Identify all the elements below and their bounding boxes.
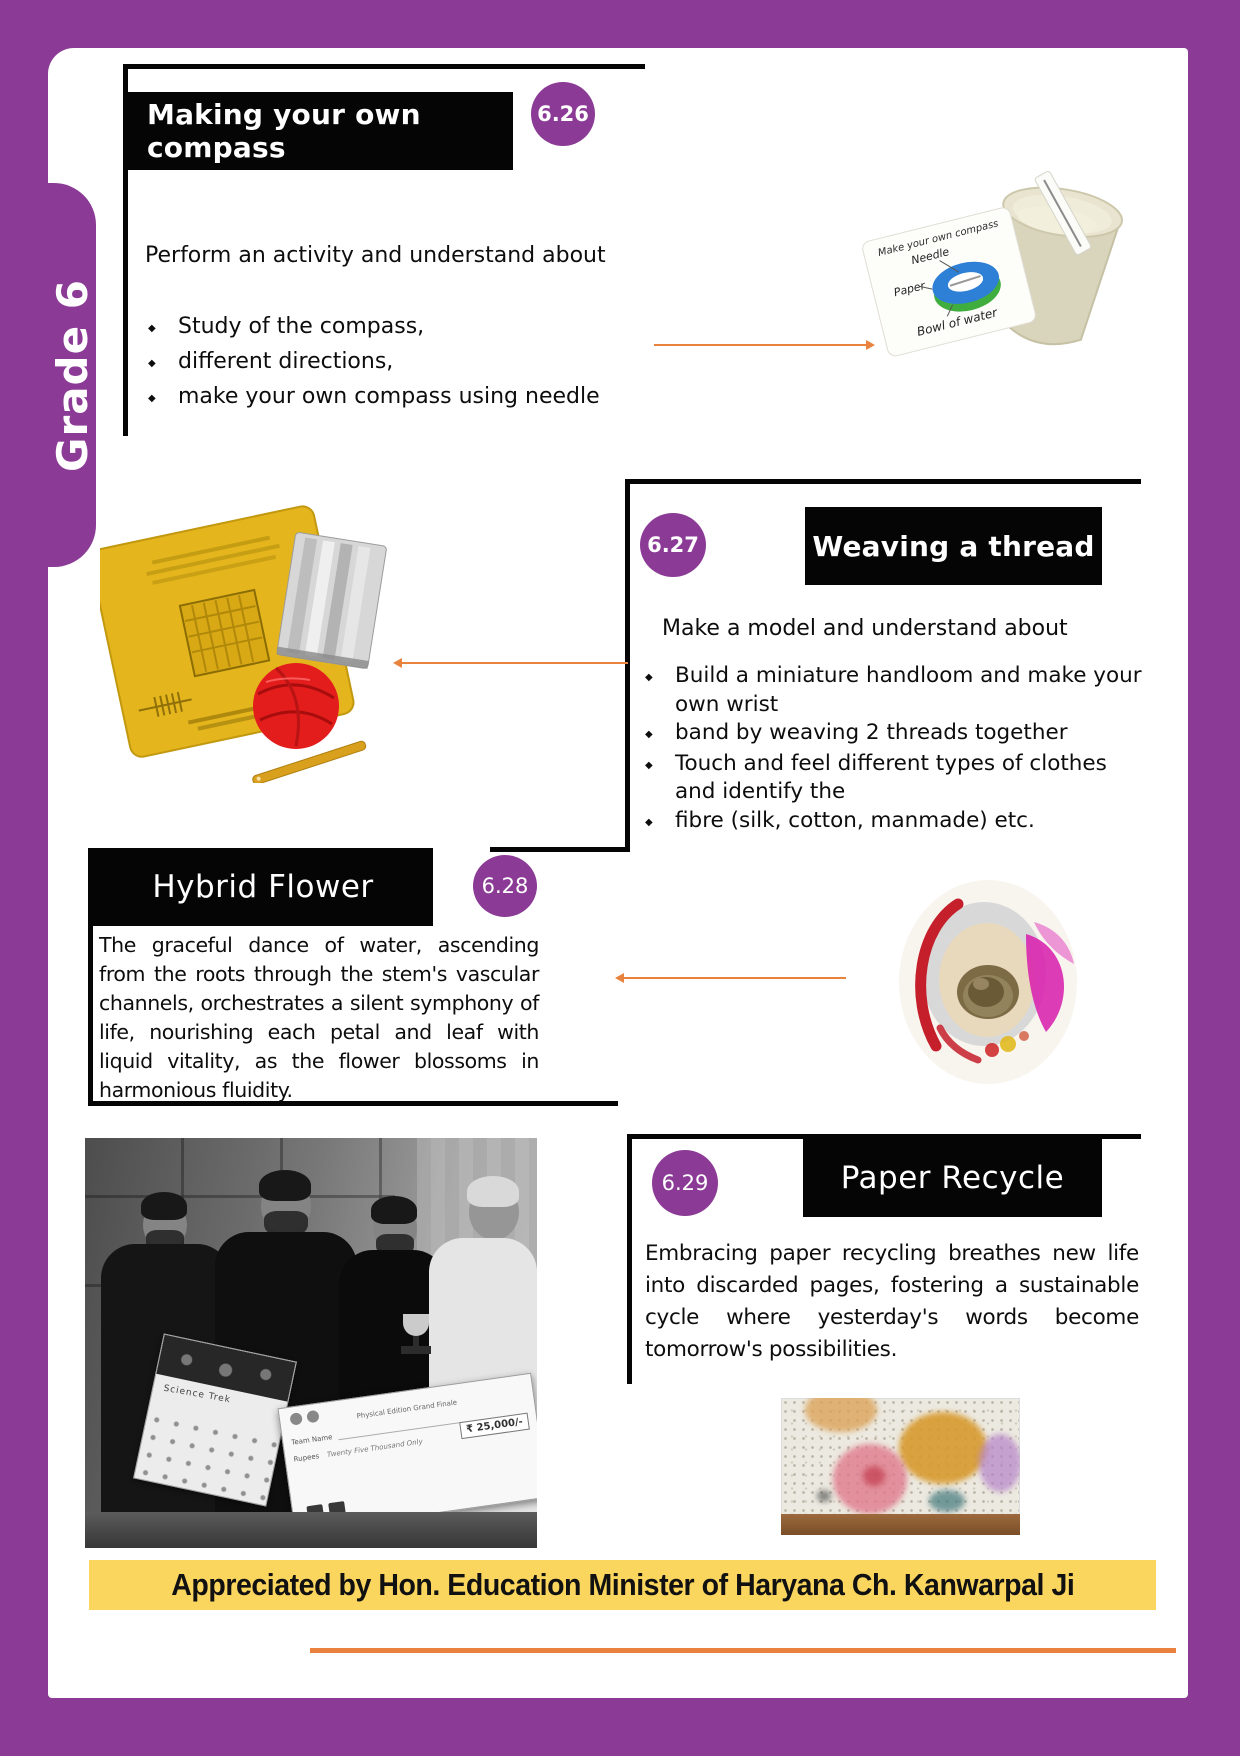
paper-recycle-box-border-top bbox=[627, 1134, 1141, 1139]
hybrid-flower-number: 6.28 bbox=[481, 874, 529, 898]
person-1-head bbox=[141, 1192, 187, 1254]
compass-bullet-list: ◆ Study of the compass, ◆ different dire… bbox=[148, 310, 618, 415]
diamond-bullet-icon: ◆ bbox=[148, 393, 156, 404]
cheque-logo-icon bbox=[289, 1412, 303, 1426]
cheque-rupees-value: Twenty Five Thousand Only bbox=[326, 1437, 424, 1459]
cheque-team-label: Team Name bbox=[290, 1433, 333, 1447]
trophy-stem bbox=[413, 1336, 419, 1346]
hybrid-flower-body: The graceful dance of water, ascending f… bbox=[99, 933, 539, 1102]
paper-blob-orange bbox=[805, 1398, 877, 1432]
bullet-text: different directions, bbox=[178, 349, 394, 374]
paper-brown-strip bbox=[781, 1514, 1020, 1535]
paper-blob-pink-center bbox=[863, 1466, 885, 1486]
bullet-text: make your own compass using needle bbox=[178, 384, 600, 409]
list-item: ◆ band by weaving 2 threads together bbox=[645, 719, 1150, 750]
compass-box-border-top bbox=[123, 64, 645, 69]
compass-activity-image: Make your own compass Needle Paper Bowl … bbox=[845, 165, 1145, 375]
list-item: ◆ fibre (silk, cotton, manmade) etc. bbox=[645, 807, 1150, 838]
trophy-base bbox=[401, 1346, 431, 1354]
weaving-title: Weaving a thread bbox=[812, 529, 1095, 563]
cheque-logo-icon bbox=[306, 1409, 320, 1424]
compass-number: 6.26 bbox=[537, 102, 589, 126]
paper-blob-teal bbox=[929, 1490, 965, 1512]
weaving-bullet-list: ◆ Build a miniature handloom and make yo… bbox=[645, 662, 1150, 837]
photo-floor bbox=[85, 1512, 537, 1548]
yarn-ball bbox=[253, 663, 339, 749]
hybrid-flower-illustration bbox=[899, 880, 1077, 1084]
person-4-hair bbox=[467, 1176, 519, 1207]
hybrid-flower-image bbox=[896, 878, 1080, 1088]
compass-title: Making your own compass bbox=[147, 98, 421, 164]
bullet-text: Study of the compass, bbox=[178, 314, 425, 339]
compass-title-bar: Making your own compass bbox=[127, 92, 513, 170]
weaving-box-border-left bbox=[625, 479, 630, 851]
paper-recycle-number: 6.29 bbox=[661, 1171, 709, 1195]
person-4-head bbox=[467, 1176, 519, 1240]
person-3-hair bbox=[371, 1196, 417, 1224]
diamond-bullet-icon: ◆ bbox=[645, 759, 653, 771]
paper-blob-amber bbox=[899, 1412, 987, 1484]
person-3-head bbox=[371, 1196, 417, 1258]
bottom-orange-divider bbox=[310, 1648, 1176, 1653]
weaving-intro: Make a model and understand about bbox=[662, 616, 1068, 641]
list-item: ◆ Build a miniature handloom and make yo… bbox=[645, 662, 1150, 719]
floating-needle bbox=[1034, 170, 1092, 256]
bullet-text: Build a miniature handloom and make your… bbox=[675, 663, 1142, 717]
grade-tab: Grade 6 bbox=[47, 183, 97, 567]
paper-speck-dark bbox=[817, 1490, 831, 1502]
paper-blob-lilac bbox=[979, 1434, 1020, 1492]
list-item: ◆ make your own compass using needle bbox=[148, 380, 618, 415]
paper-recycle-box-border-left bbox=[627, 1134, 632, 1384]
hybrid-flower-title-bar: Hybrid Flower bbox=[93, 848, 433, 926]
recycled-paper-image bbox=[781, 1398, 1020, 1535]
person-2-head bbox=[259, 1170, 311, 1238]
diamond-bullet-icon: ◆ bbox=[148, 358, 156, 369]
compass-card: Make your own compass Needle Paper Bowl … bbox=[862, 207, 1036, 357]
bullet-text: fibre (silk, cotton, manmade) etc. bbox=[675, 807, 1035, 833]
grade-label: Grade 6 bbox=[47, 278, 97, 472]
weaving-title-bar: Weaving a thread bbox=[805, 507, 1102, 585]
list-item: ◆ different directions, bbox=[148, 345, 618, 380]
weaving-kit-image bbox=[89, 498, 430, 785]
compass-box-border-left bbox=[123, 64, 128, 436]
weaving-box-border-top bbox=[625, 479, 1141, 484]
paper-recycle-body: Embracing paper recycling breathes new l… bbox=[645, 1241, 1139, 1362]
diamond-bullet-icon: ◆ bbox=[645, 816, 653, 828]
compass-pointer-arrow bbox=[654, 340, 875, 350]
diamond-bullet-icon: ◆ bbox=[645, 729, 653, 740]
cheque-rupees-label: Rupees bbox=[293, 1452, 320, 1464]
trophy-icon bbox=[403, 1314, 429, 1336]
list-item: ◆ Study of the compass, bbox=[148, 310, 618, 345]
appreciation-banner-text: Appreciated by Hon. Education Minister o… bbox=[170, 1567, 1075, 1602]
person-2-hair bbox=[259, 1170, 311, 1201]
weaving-kit-illustration bbox=[89, 505, 387, 785]
compass-intro: Perform an activity and understand about bbox=[145, 243, 606, 268]
weaving-stick bbox=[252, 740, 367, 785]
diamond-bullet-icon: ◆ bbox=[148, 323, 156, 334]
weaving-box-border-tick bbox=[490, 847, 630, 852]
person-1-hair bbox=[141, 1192, 187, 1220]
hybrid-flower-pointer-arrow bbox=[615, 973, 846, 983]
appreciation-banner: Appreciated by Hon. Education Minister o… bbox=[89, 1560, 1156, 1610]
paper-recycle-number-badge: 6.29 bbox=[652, 1150, 718, 1216]
bullet-text: Touch and feel different types of clothe… bbox=[675, 750, 1107, 805]
hybrid-flower-box-border-bottom bbox=[88, 1101, 618, 1106]
list-item: ◆ Touch and feel different types of clot… bbox=[645, 750, 1150, 807]
foil-pack bbox=[276, 532, 387, 669]
award-photo: Science Trek Physical Edition Grand Fina… bbox=[85, 1138, 537, 1548]
weaving-pointer-arrow bbox=[393, 658, 628, 668]
bullet-text: band by weaving 2 threads together bbox=[675, 720, 1068, 745]
weaving-number-badge: 6.27 bbox=[640, 513, 706, 577]
weaving-number: 6.27 bbox=[647, 533, 699, 557]
hybrid-flower-number-badge: 6.28 bbox=[473, 855, 537, 917]
compass-activity-illustration: Make your own compass Needle Paper Bowl … bbox=[862, 170, 1123, 357]
compass-number-badge: 6.26 bbox=[531, 82, 595, 146]
diamond-bullet-icon: ◆ bbox=[645, 672, 653, 683]
paper-recycle-title-bar: Paper Recycle bbox=[803, 1139, 1102, 1217]
hybrid-flower-box-border-left bbox=[88, 848, 93, 1106]
paper-recycle-title: Paper Recycle bbox=[840, 1160, 1065, 1196]
hybrid-flower-title: Hybrid Flower bbox=[152, 869, 374, 905]
